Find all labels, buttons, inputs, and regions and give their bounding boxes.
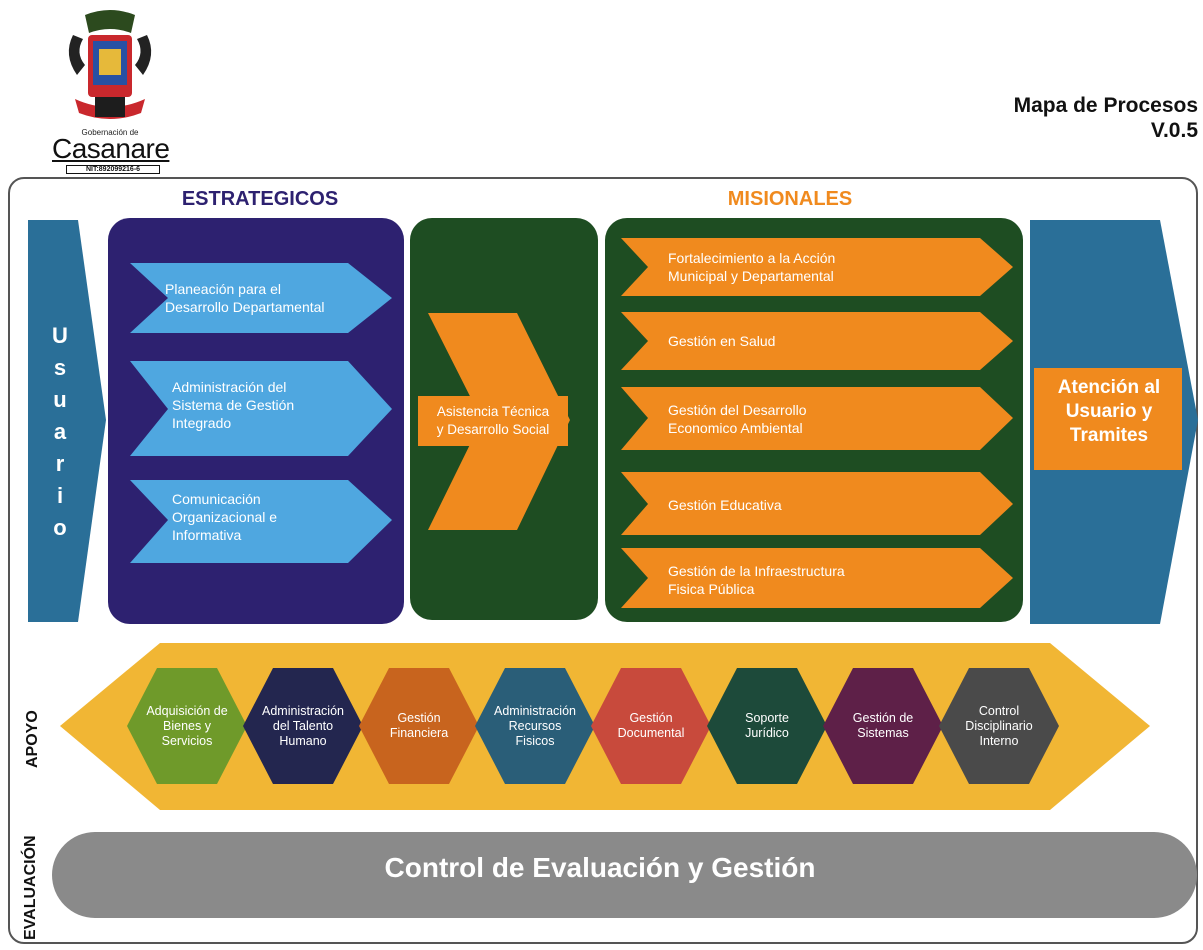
misional-label-4: Gestión Educativa (668, 497, 782, 513)
apoyo-hexagon (707, 668, 827, 784)
estrategico-arrow-3 (130, 480, 392, 563)
apoyo-hexagon (591, 668, 711, 784)
usuario-letter: r (55, 451, 65, 476)
apoyo-hexagon (127, 668, 247, 784)
evaluacion-section-label: EVALUACIÓN (22, 835, 39, 940)
asistencia-label-band (418, 396, 568, 446)
apoyo-section-label: APOYO (24, 710, 41, 768)
apoyo-hexagon (823, 668, 943, 784)
usuario-letter: s (53, 355, 67, 380)
map-title-line1: Mapa de Procesos (1013, 94, 1198, 117)
usuario-arrow (28, 220, 106, 622)
apoyo-hexagon (939, 668, 1059, 784)
map-title: Mapa de Procesos V.0.5 (1014, 93, 1198, 143)
misional-arrow-2 (621, 312, 1013, 370)
map-version: V.0.5 (1150, 119, 1198, 142)
misional-arrow-1 (621, 238, 1013, 296)
process-map-frame (8, 177, 1198, 944)
misional-label-2: Gestión en Salud (668, 333, 776, 349)
estrategico-arrow-1 (130, 263, 392, 333)
control-label: Control de Evaluación y Gestión (384, 852, 816, 883)
logo-subtitle: Gobernación de (81, 128, 139, 137)
apoyo-hexagons (127, 668, 1059, 784)
estrategicos-title: ESTRATEGICOS (181, 188, 339, 210)
usuario-letter: U (52, 323, 68, 348)
usuario-letter: i (56, 483, 64, 508)
usuario-letter: u (53, 387, 67, 412)
estrategico-arrow-2 (130, 361, 392, 456)
usuario-letter: a (53, 419, 67, 444)
usuario-letter: o (53, 515, 67, 540)
casanare-crest-logo (68, 10, 152, 119)
apoyo-hexagon (243, 668, 363, 784)
control-bar (52, 832, 1197, 918)
logo-nit: NIT:892099216-6 (66, 165, 160, 174)
misional-arrow-5 (621, 548, 1013, 608)
misionales-title: MISIONALES (727, 188, 853, 210)
logo-name: Casanare (52, 133, 170, 164)
misional-arrow-4 (621, 472, 1013, 535)
atencion-label-box (1034, 368, 1182, 470)
apoyo-hexagon (475, 668, 595, 784)
misional-arrow-3 (621, 387, 1013, 450)
apoyo-hexagon (359, 668, 479, 784)
